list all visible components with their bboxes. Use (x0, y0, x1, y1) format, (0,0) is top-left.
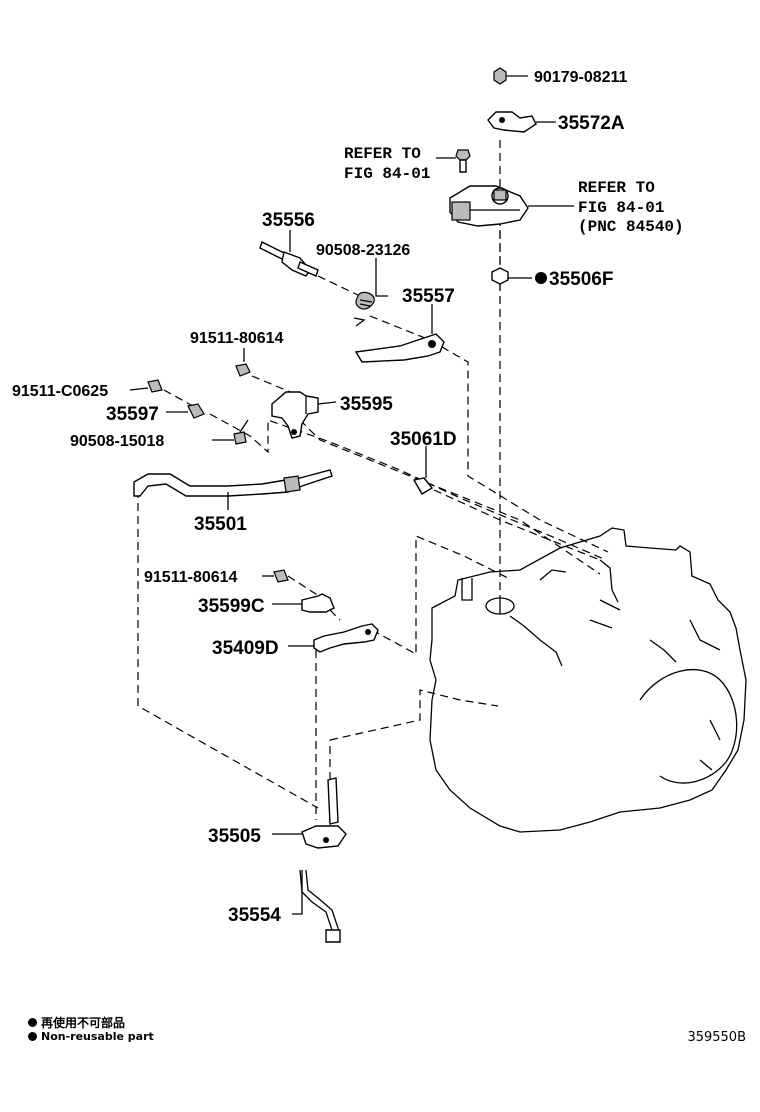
pin-35061d-icon (412, 477, 434, 495)
label-35572a: 35572A (558, 113, 625, 134)
grommet-90508-15018-icon (233, 419, 249, 445)
shaft-35505-icon (301, 777, 347, 849)
label-35597: 35597 (106, 404, 159, 425)
label-35061d: 35061D (390, 429, 457, 450)
legend-chinese-text: 再使用不可部品 (41, 1016, 126, 1030)
bolt-91511-80614-icon (235, 363, 251, 377)
bracket-35595-icon (271, 391, 319, 439)
label-35505: 35505 (208, 826, 261, 847)
label-35554: 35554 (228, 905, 281, 926)
figure-code: 359550B (687, 1030, 746, 1045)
label-35557: 35557 (402, 286, 455, 307)
legend-dot-icon (28, 1032, 37, 1041)
bushing-35597-icon (187, 403, 205, 419)
label-refer-1-line1: REFER TO (344, 145, 421, 163)
legend-dot-icon (28, 1018, 37, 1027)
bolt-91511-80614-b-icon (273, 569, 289, 583)
label-35501: 35501 (194, 514, 247, 535)
label-35595: 35595 (340, 394, 393, 415)
label-90508-15018: 90508-15018 (70, 433, 164, 450)
assembly-lines (137, 140, 609, 820)
label-refer-1-line2: FIG 84-01 (344, 165, 430, 183)
label-90179-08211: 90179-08211 (534, 69, 628, 86)
label-35599c: 35599C (198, 596, 265, 617)
nut-90179-icon (493, 67, 507, 85)
lever-35409d-icon (313, 623, 379, 653)
label-refer-2-line1: REFER TO (578, 179, 655, 197)
control-rod-35501-icon (133, 469, 333, 497)
control-shaft-35556-icon (259, 241, 319, 277)
legend-english: Non-reusable part (28, 1030, 154, 1043)
bolt-91511-c0625-icon (147, 379, 163, 393)
label-90508-23126: 90508-23126 (316, 242, 410, 259)
lever-35557-icon (354, 333, 445, 363)
non-reusable-dot-icon (535, 272, 547, 284)
spring-90508-23126-icon (353, 291, 375, 327)
rod-35554-icon (299, 869, 341, 943)
plate-35599c-icon (301, 593, 335, 613)
legend-english-text: Non-reusable part (41, 1030, 154, 1043)
label-35506f: 35506F (549, 269, 613, 290)
leader-lines (129, 75, 574, 915)
lock-plate-35572a-icon (487, 111, 537, 133)
label-refer-2-line2: FIG 84-01 (578, 199, 664, 217)
transmission-housing (429, 527, 747, 833)
bolt-refer-icon (455, 149, 471, 173)
label-refer-2-line3: (PNC 84540) (578, 218, 684, 236)
label-91511-80614-b: 91511-80614 (144, 569, 238, 586)
label-35409d: 35409D (212, 638, 279, 659)
label-91511-c0625: 91511-C0625 (12, 383, 108, 400)
neutral-start-switch-icon (449, 185, 529, 227)
label-35556: 35556 (262, 210, 315, 231)
legend-chinese: 再使用不可部品 (28, 1014, 125, 1031)
oil-seal-35506f-icon (491, 267, 509, 285)
label-91511-80614-a: 91511-80614 (190, 330, 284, 347)
